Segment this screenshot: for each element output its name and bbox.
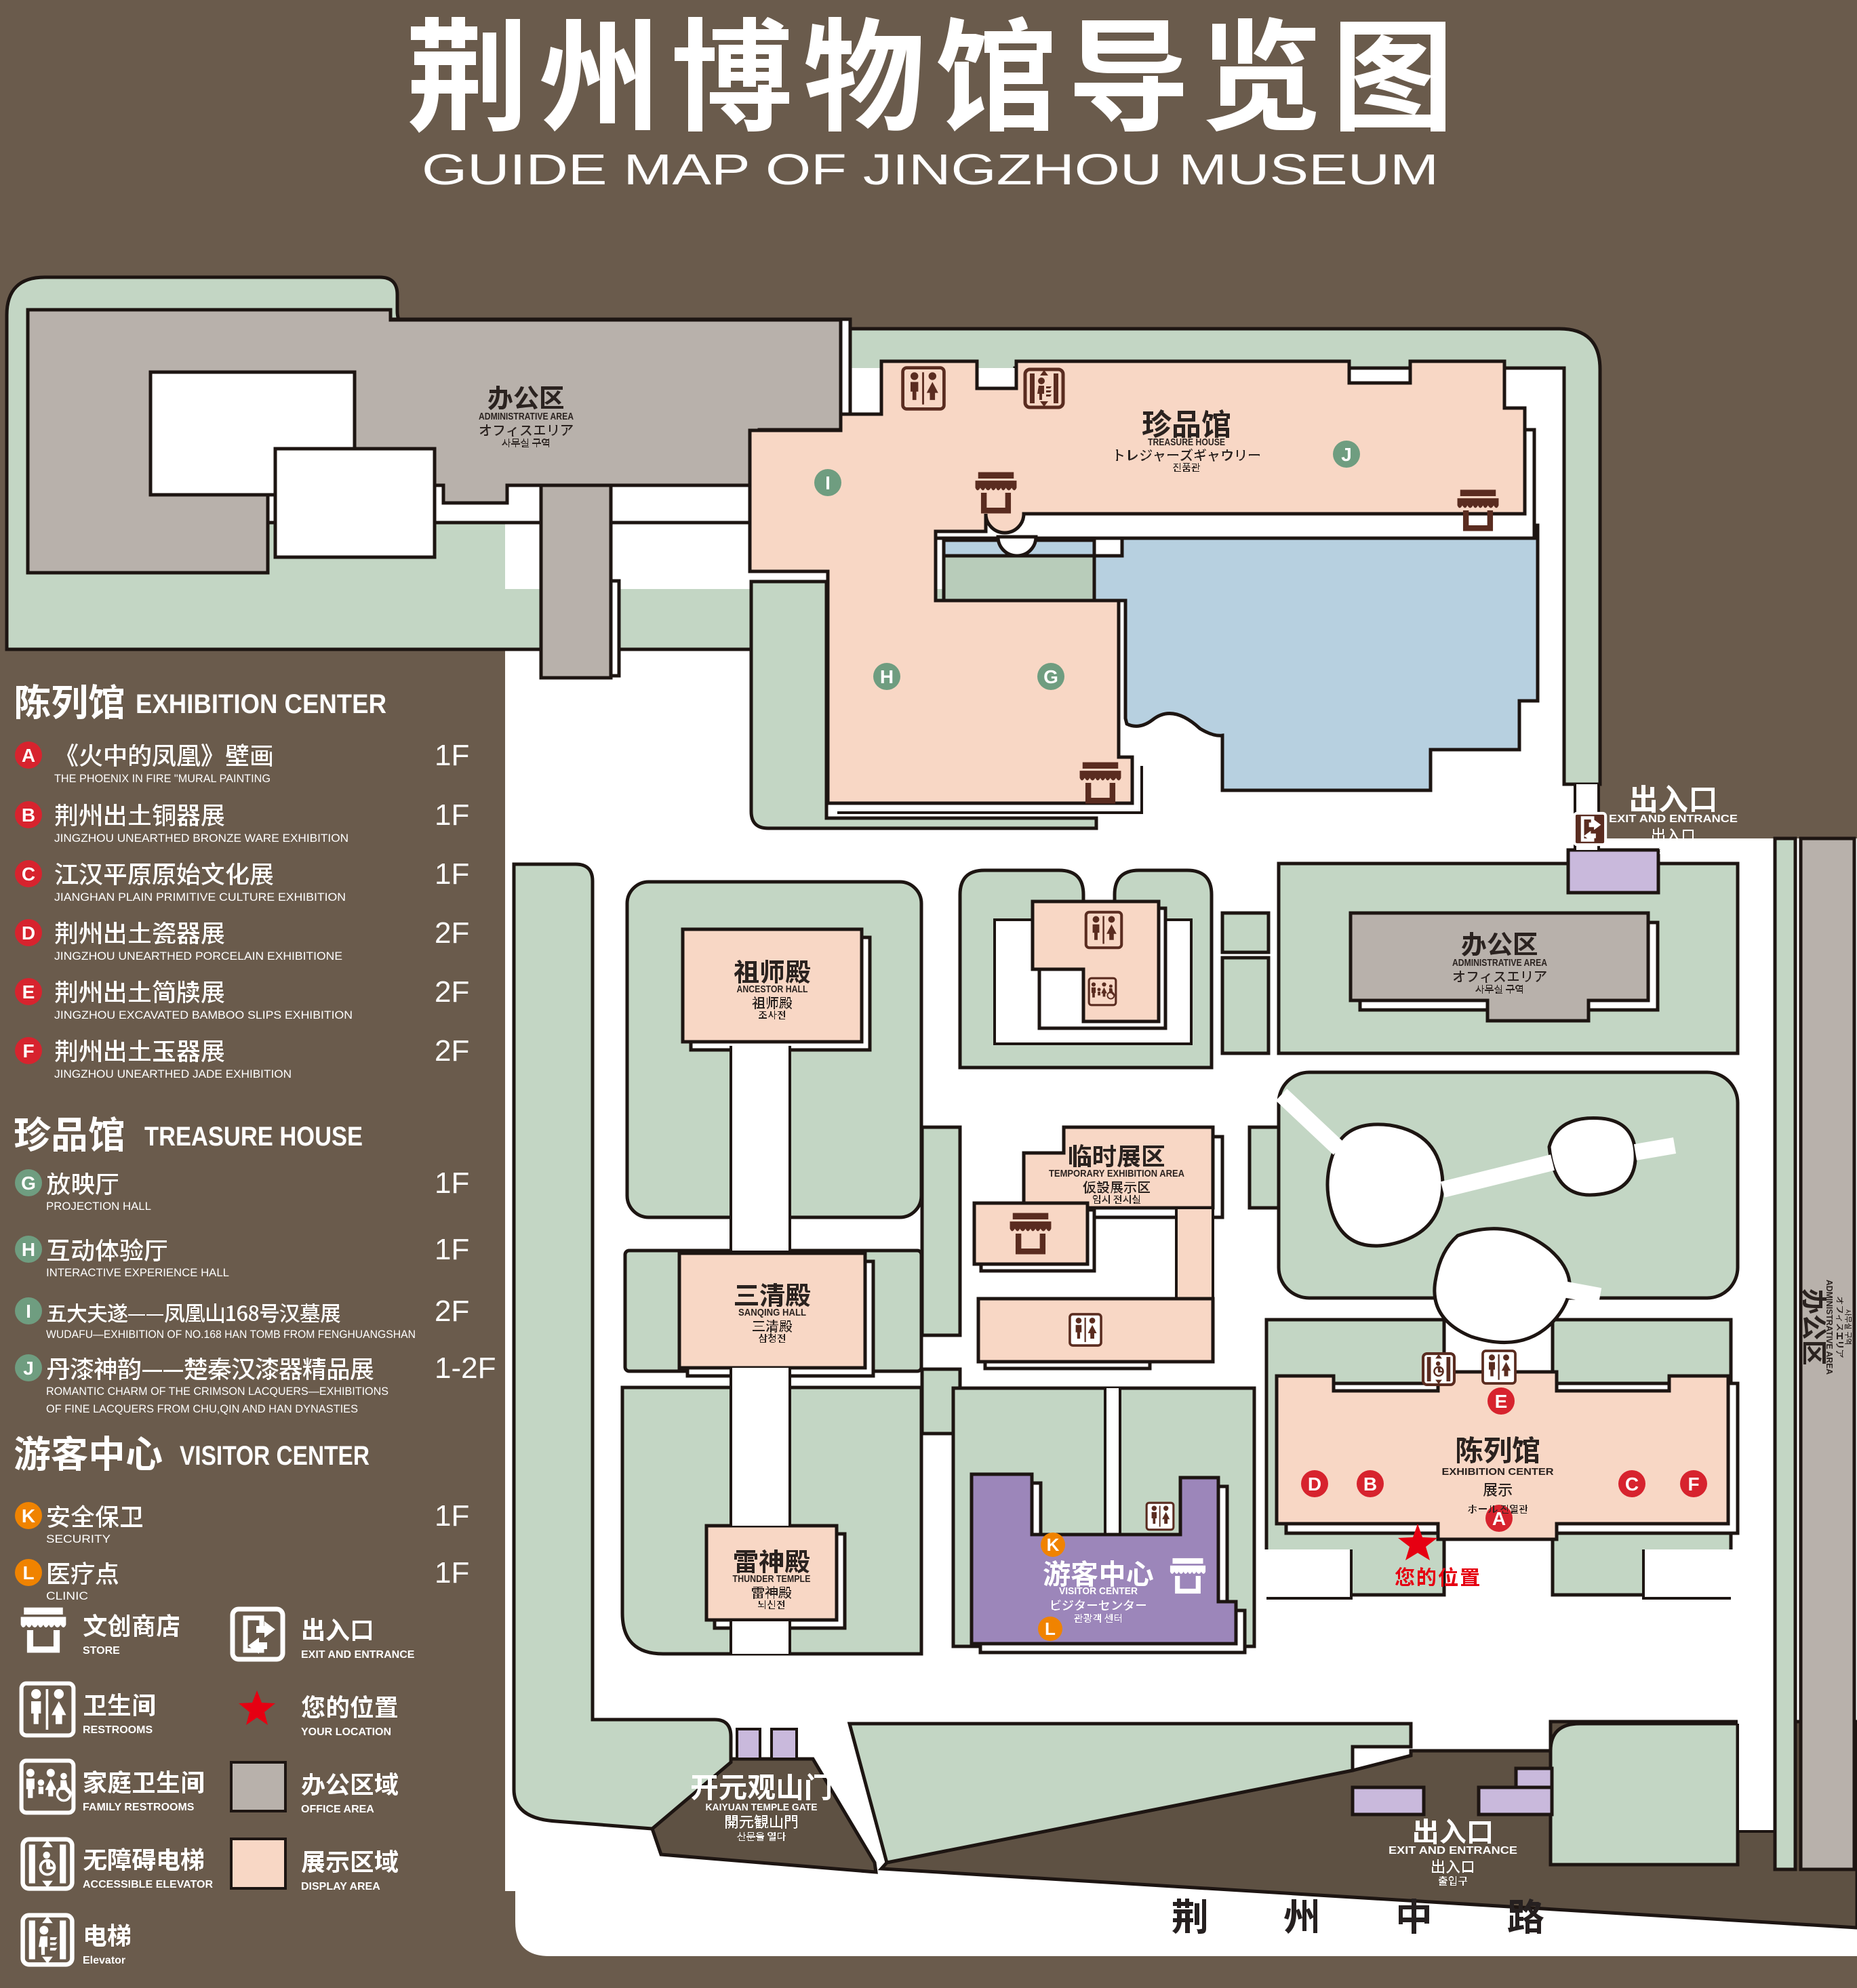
svg-text:I: I [825, 472, 831, 493]
svg-text:JIANGHAN PLAIN PRIMITIVE CULTU: JIANGHAN PLAIN PRIMITIVE CULTURE EXHIBIT… [54, 891, 346, 904]
svg-text:1F: 1F [435, 798, 469, 832]
svg-text:D: D [22, 922, 35, 944]
svg-text:TEMPORARY EXHIBITION AREA: TEMPORARY EXHIBITION AREA [1049, 1168, 1184, 1179]
svg-text:EXIT AND ENTRANCE: EXIT AND ENTRANCE [1609, 813, 1738, 825]
svg-text:ACCESSIBLE ELEVATOR: ACCESSIBLE ELEVATOR [83, 1879, 213, 1890]
svg-text:RESTROOMS: RESTROOMS [83, 1724, 153, 1736]
svg-text:B: B [1363, 1474, 1377, 1495]
svg-text:K: K [22, 1505, 35, 1526]
svg-text:L: L [1045, 1619, 1056, 1639]
svg-text:2F: 2F [435, 1034, 469, 1068]
svg-text:PROJECTION HALL: PROJECTION HALL [46, 1200, 151, 1213]
svg-text:YOUR LOCATION: YOUR LOCATION [301, 1726, 391, 1738]
svg-text:ADMINISTRATIVE AREA: ADMINISTRATIVE AREA [1452, 957, 1547, 969]
svg-text:1F: 1F [435, 1556, 469, 1589]
svg-text:KAIYUAN TEMPLE GATE: KAIYUAN TEMPLE GATE [706, 1802, 818, 1813]
svg-text:EXIT AND ENTRANCE: EXIT AND ENTRANCE [1389, 1845, 1517, 1857]
svg-text:F: F [22, 1040, 34, 1061]
svg-text:THE PHOENIX IN FIRE "MURAL PAI: THE PHOENIX IN FIRE "MURAL PAINTING [54, 772, 271, 785]
svg-text:H: H [22, 1239, 35, 1260]
svg-text:TREASURE HOUSE: TREASURE HOUSE [1148, 437, 1225, 448]
svg-text:OFFICE AREA: OFFICE AREA [301, 1804, 374, 1815]
svg-text:OF FINE LACQUERS FROM CHU,QIN: OF FINE LACQUERS FROM CHU,QIN AND HAN DY… [46, 1402, 358, 1415]
svg-text:JINGZHOU EXCAVATED BAMBOO SLIP: JINGZHOU EXCAVATED BAMBOO SLIPS EXHIBITI… [54, 1009, 353, 1021]
svg-text:J: J [1341, 444, 1352, 465]
svg-text:L: L [22, 1562, 34, 1583]
svg-text:1-2F: 1-2F [435, 1352, 496, 1385]
svg-text:WUDAFU—EXHIBITION OF NO.168 HA: WUDAFU—EXHIBITION OF NO.168 HAN TOMB FRO… [46, 1328, 416, 1341]
svg-text:1F: 1F [435, 1499, 469, 1533]
svg-text:C: C [1625, 1474, 1639, 1495]
svg-text:ADMINISTRATIVE AREA: ADMINISTRATIVE AREA [479, 411, 574, 422]
svg-text:I: I [26, 1301, 31, 1322]
svg-text:VISITOR CENTER: VISITOR CENTER [1059, 1585, 1138, 1597]
svg-text:JINGZHOU UNEARTHED JADE EXHIBI: JINGZHOU UNEARTHED JADE EXHIBITION [54, 1068, 292, 1080]
svg-text:2F: 2F [435, 916, 469, 950]
svg-text:Elevator: Elevator [83, 1955, 125, 1966]
svg-text:INTERACTIVE EXPERIENCE HALL: INTERACTIVE EXPERIENCE HALL [46, 1266, 229, 1279]
svg-text:E: E [1495, 1391, 1508, 1412]
svg-text:GUIDE MAP OF JINGZHOU MUSEUM: GUIDE MAP OF JINGZHOU MUSEUM [422, 145, 1439, 194]
svg-text:EXIT AND ENTRANCE: EXIT AND ENTRANCE [301, 1649, 415, 1661]
svg-text:EXHIBITION CENTER: EXHIBITION CENTER [136, 689, 386, 719]
svg-text:1F: 1F [435, 857, 469, 891]
svg-text:2F: 2F [435, 975, 469, 1009]
svg-text:A: A [22, 745, 35, 766]
svg-text:ADMINISTRATIVE AREA: ADMINISTRATIVE AREA [1824, 1280, 1835, 1375]
svg-text:THUNDER TEMPLE: THUNDER TEMPLE [733, 1573, 811, 1585]
svg-text:EXHIBITION CENTER: EXHIBITION CENTER [1442, 1466, 1554, 1478]
svg-text:JINGZHOU UNEARTHED BRONZE WARE: JINGZHOU UNEARTHED BRONZE WARE EXHIBITIO… [54, 832, 348, 845]
svg-text:CLINIC: CLINIC [46, 1589, 88, 1602]
svg-text:1F: 1F [435, 739, 469, 772]
svg-text:F: F [1688, 1474, 1699, 1495]
svg-text:2F: 2F [435, 1295, 469, 1328]
svg-text:ANCESTOR HALL: ANCESTOR HALL [737, 983, 808, 995]
svg-text:E: E [22, 981, 35, 1002]
svg-text:1F: 1F [435, 1167, 469, 1200]
svg-text:1F: 1F [435, 1233, 469, 1266]
svg-text:FAMILY RESTROOMS: FAMILY RESTROOMS [83, 1802, 195, 1813]
svg-text:K: K [1047, 1535, 1060, 1555]
svg-text:STORE: STORE [83, 1645, 120, 1657]
svg-text:B: B [22, 805, 35, 826]
svg-text:SANQING HALL: SANQING HALL [738, 1307, 806, 1318]
svg-text:TREASURE HOUSE: TREASURE HOUSE [144, 1122, 363, 1152]
svg-text:ROMANTIC CHARM OF THE CRIMSON: ROMANTIC CHARM OF THE CRIMSON LACQUERS—E… [46, 1385, 388, 1398]
svg-text:C: C [22, 864, 35, 885]
svg-text:G: G [21, 1173, 36, 1194]
svg-text:VISITOR CENTER: VISITOR CENTER [180, 1441, 370, 1471]
svg-text:JINGZHOU UNEARTHED PORCELAIN E: JINGZHOU UNEARTHED PORCELAIN EXHIBITIONE [54, 950, 342, 962]
svg-text:G: G [1043, 666, 1058, 687]
svg-text:DISPLAY AREA: DISPLAY AREA [301, 1881, 380, 1892]
svg-text:H: H [880, 666, 894, 687]
svg-text:SECURITY: SECURITY [46, 1533, 111, 1545]
svg-text:D: D [1308, 1474, 1321, 1495]
svg-text:J: J [23, 1358, 34, 1379]
